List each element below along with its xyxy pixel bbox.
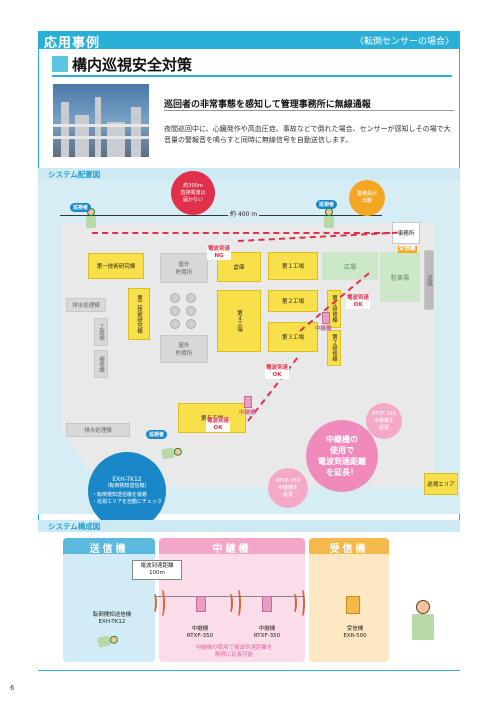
building-factory3: 第３工場 [268, 322, 318, 352]
sender-info-bubble: EXH-TK12 （転倒検知送信機） ・転倒検知送信機を装着 ・巡視エリアを自動… [88, 452, 166, 530]
building-maintenance: 補修課 [94, 350, 108, 378]
range-extension-bubble: 中継機の 使用で 電波到達距離 を延長！ [306, 420, 378, 492]
building-1: 第１研修棟 [327, 290, 341, 328]
sender-model: EXH-TK12 [112, 476, 142, 483]
receiver-device-icon [346, 596, 360, 614]
patrol-area-legend: 巡視エリア [424, 473, 458, 495]
building-works: 工務棟 [94, 318, 108, 346]
system-section-label: システム構成図 [48, 522, 101, 531]
plan-section-band: システム配置図 [38, 168, 460, 180]
patrol-person-icon-1 [84, 208, 98, 230]
header-subtitle: 〈転倒センサーの場合〉 [354, 37, 454, 47]
relay1-device-label: 中継機 RTXF-350 [186, 626, 214, 639]
building-factory4: 第４工場 [217, 290, 261, 352]
relay-device-icon-4 [262, 596, 272, 612]
sender-device-label: 転倒検知送信機 EXH-TK12 [92, 612, 132, 625]
lead-text: 巡回者の非常事態を感知して管理事務所に無線通報 [164, 100, 371, 110]
building-lab2: 第二技術研究棟 [128, 288, 150, 340]
lead-rule [164, 110, 454, 111]
title-rule [52, 75, 452, 77]
factory-photo [53, 84, 149, 157]
header-band: 応用事例 〈転倒センサーの場合〉 [38, 31, 460, 51]
page-title: 構内巡視安全対策 [72, 56, 193, 74]
relay-device-icon-1 [322, 312, 330, 324]
patrol-badge-1: 巡視者 [70, 203, 92, 212]
patrol-badge-3: 巡視者 [146, 430, 168, 439]
ok-tag-2: 電波到達 OK [265, 365, 290, 379]
scale-label: 約 400 m [228, 209, 260, 218]
no-signal-bubble: 約300m 直接電波は 届かない [171, 171, 215, 215]
building-lab1: 第一技術研究棟 [88, 253, 144, 279]
receiver-device-label: 受信機 EXR-500 [343, 626, 367, 639]
patrol-person-icon-2 [322, 208, 336, 230]
parking-area: 駐車場 [380, 252, 420, 302]
outdoor-storage-1: 屋外 貯蔵所 [160, 253, 208, 283]
patrol-badge-2: 巡視者 [316, 200, 338, 209]
sender-model-note: （転倒検知送信機） [104, 483, 150, 489]
office-staff-icon [410, 600, 436, 640]
ok-tag-1: 電波到達 OK [346, 295, 371, 309]
ng-tag: 電波到達 NG [207, 246, 232, 260]
patrol-route-top [92, 232, 390, 234]
building-factory2: 第２工場 [268, 290, 318, 312]
title-block: 構内巡視安全対策 [38, 52, 460, 77]
relay-small-tag-2: 中継機 [239, 410, 256, 416]
description: 夜間巡回中に、心臓発作や高血圧症、事故などで倒れた場合、センサーが感知しその場で… [164, 125, 451, 144]
header-title: 応用事例 [44, 36, 101, 51]
relay-note-bubble-bottom: RTXF-350 中継機を 設置 [268, 468, 308, 508]
building-factory1: 第１工場 [268, 252, 318, 280]
relay-device-icon-3 [196, 596, 206, 612]
distance-label: 電波到達距離 100m [132, 560, 182, 580]
building-2: 第２研修棟 [327, 330, 341, 366]
sender-bullets: ・転倒検知送信機を装着 ・巡視エリアを自動にチェック [91, 492, 162, 505]
relay-note: 中継機の使用で電波到達距離を 無限に延長可能 [195, 645, 273, 658]
title-square-icon [52, 56, 68, 72]
guard-dispatch-bubble: 警備員が 出動 [349, 180, 385, 216]
receiver-tag: 受信機 [398, 246, 417, 253]
plaza-area: 広場 [322, 252, 378, 280]
plan-section-label: システム配置図 [48, 170, 101, 179]
page-number: 6 [10, 684, 15, 692]
receiver-panel-title: 受信機 [309, 538, 389, 555]
system-section-band: システム構成図 [38, 520, 460, 532]
office-building: 事務所 [392, 222, 420, 244]
relay-note-bubble-right: RTXF-350 中継機を 設置 [366, 403, 402, 439]
ok-tag-3: 電波到達 OK [206, 418, 231, 432]
building-wastewater-1: 排水処理棟 [66, 298, 106, 312]
road-label: 道路 [424, 250, 434, 310]
outdoor-storage-2: 屋外 貯蔵所 [160, 335, 208, 363]
relay-small-tag-1: 中継機 [315, 326, 332, 332]
relay-panel-title: 中継機 [159, 538, 305, 555]
sender-panel-title: 送信機 [63, 538, 155, 555]
scale-line [60, 215, 382, 216]
relay-device-icon-2 [244, 396, 252, 408]
relay2-device-label: 中継機 RTXF-350 [253, 626, 281, 639]
building-wastewater-2: 排水処理棟 [66, 423, 130, 437]
